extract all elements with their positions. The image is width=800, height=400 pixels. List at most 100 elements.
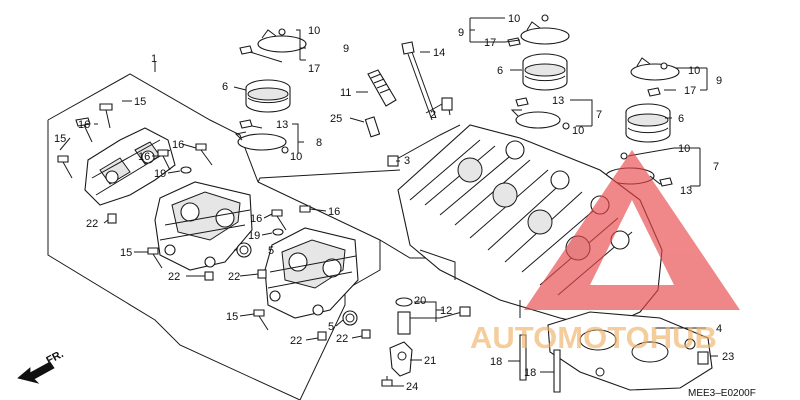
callout-7b: 7 <box>713 161 719 173</box>
spark-plug-11 <box>367 69 397 107</box>
bolt-16a <box>75 117 93 143</box>
clamp-band-9b <box>520 21 570 45</box>
watermark-triangle-logo <box>524 150 740 310</box>
callout-10b: 10 <box>290 151 302 163</box>
clamp-band-9c <box>630 57 680 81</box>
callout-17a: 17 <box>308 63 320 75</box>
insulator-6a <box>245 79 291 113</box>
callout-9b: 9 <box>458 27 464 39</box>
callout-16e: 16 <box>328 206 340 218</box>
dowel-22a <box>107 213 117 224</box>
callout-19a: 19 <box>154 168 166 180</box>
callout-24: 24 <box>406 381 418 393</box>
callout-5b: 5 <box>328 321 334 333</box>
callout-9a: 9 <box>343 43 349 55</box>
watermark-text: AUTOMOTOHUB <box>470 320 717 355</box>
front-direction-arrow: FR. <box>17 348 66 384</box>
callout-6c: 6 <box>678 113 684 125</box>
front-marker-label: FR. <box>44 348 65 367</box>
callout-4: 4 <box>716 323 722 335</box>
callout-19b: 19 <box>248 230 260 242</box>
callout-10e: 10 <box>688 65 700 77</box>
callout-10a: 10 <box>308 25 320 37</box>
callout-15b: 15 <box>54 133 66 145</box>
insulator-6c <box>625 103 671 143</box>
nut-10e <box>660 62 668 70</box>
callout-14: 14 <box>433 47 445 59</box>
watermark: AUTOMOTOHUB <box>470 150 740 355</box>
callout-21: 21 <box>424 355 436 367</box>
head-gasket-4 <box>547 311 713 391</box>
insulator-6b <box>522 53 568 91</box>
dowel-23 <box>697 351 709 365</box>
cylinder-head-cover-front <box>154 181 253 271</box>
bolt-15b <box>57 155 73 179</box>
callout-1: 1 <box>151 53 157 65</box>
clamp-band-7a <box>510 109 561 129</box>
bolt-25 <box>364 116 381 138</box>
callout-22e: 22 <box>336 333 348 345</box>
washer-19a <box>180 166 192 174</box>
nut-10f <box>620 152 628 160</box>
o-ring-20 <box>395 297 413 307</box>
collar-2 <box>441 97 453 111</box>
callout-3: 3 <box>404 155 410 167</box>
camshaft-holder-rear <box>84 127 176 206</box>
callout-10f: 10 <box>678 143 690 155</box>
callout-10c: 10 <box>508 13 520 25</box>
callout-6b: 6 <box>497 65 503 77</box>
callout-15c: 15 <box>120 247 132 259</box>
screw-13b <box>515 97 529 107</box>
dowel-22d <box>317 331 327 341</box>
leader-lines <box>59 17 718 387</box>
dowel-22b <box>204 271 214 281</box>
callout-17c: 17 <box>684 85 696 97</box>
callout-6a: 6 <box>222 81 228 93</box>
callout-16a: 16 <box>78 119 90 131</box>
packing-5a <box>236 242 252 258</box>
bolt-15a <box>99 103 113 129</box>
callout-5a: 5 <box>268 245 274 257</box>
dowel-22c <box>257 269 267 279</box>
group-1-boundary <box>47 62 381 400</box>
callout-20: 20 <box>414 295 426 307</box>
bolt-24 <box>381 376 393 387</box>
callout-13c: 13 <box>680 185 692 197</box>
callout-8: 8 <box>316 137 322 149</box>
callout-22d: 22 <box>290 335 302 347</box>
callout-15a: 15 <box>134 96 146 108</box>
callout-13a: 13 <box>276 119 288 131</box>
stud-bolt-18b <box>553 349 561 393</box>
bolt-16c <box>195 143 213 166</box>
callout-17b: 17 <box>484 37 496 49</box>
nut-10a <box>278 28 286 36</box>
stud-bolt-18a <box>519 334 527 381</box>
callout-12: 12 <box>440 305 452 317</box>
callout-16d: 16 <box>250 213 262 225</box>
cylinder-head-cover-rear <box>264 227 359 319</box>
callout-labels: 1 2 3 4 5 5 6 6 6 7 7 8 9 9 9 10 10 10 1… <box>54 13 734 393</box>
sensor-12 <box>397 306 471 335</box>
washer-19b <box>272 228 284 236</box>
stud-bolt-14 <box>401 41 437 121</box>
screw-17c <box>647 87 661 97</box>
callout-22b: 22 <box>168 271 180 283</box>
dowel-22e <box>361 329 371 339</box>
nut-10b <box>281 146 289 154</box>
callout-22a: 22 <box>86 218 98 230</box>
callout-16b: 16 <box>138 151 150 163</box>
bolt-16b <box>157 149 171 171</box>
callout-23: 23 <box>722 351 734 363</box>
stay-21 <box>389 341 413 377</box>
screw-17a <box>239 45 253 55</box>
callout-22c: 22 <box>228 271 240 283</box>
bolt-15c <box>147 247 163 269</box>
callout-25: 25 <box>330 113 342 125</box>
screw-13a <box>239 119 253 129</box>
callout-18a: 18 <box>490 356 502 368</box>
callout-9c: 9 <box>716 75 722 87</box>
callout-15d: 15 <box>226 311 238 323</box>
callout-11: 11 <box>340 87 351 99</box>
nut-10d <box>562 122 570 130</box>
